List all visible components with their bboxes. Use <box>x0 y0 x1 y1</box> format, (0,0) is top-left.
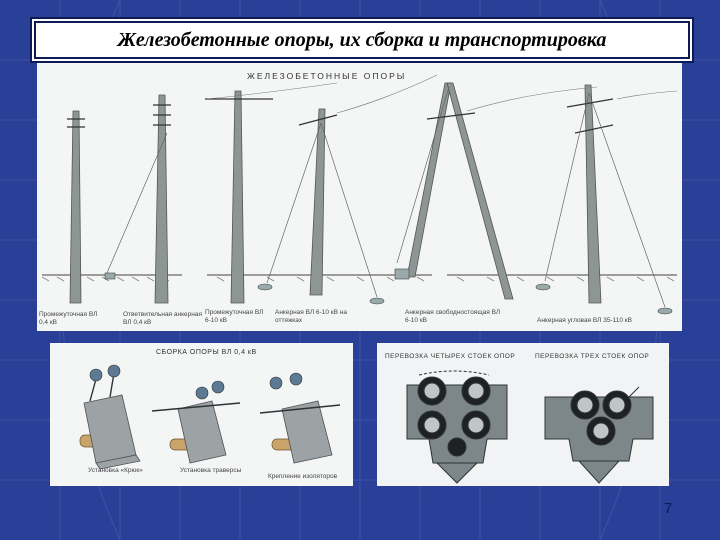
assembly-drawing <box>79 364 341 470</box>
slide-title: Железобетонные опоры, их сборка и трансп… <box>117 28 607 51</box>
label-pole-3: Промежуточная ВЛ 6-10 кВ <box>205 309 264 324</box>
label-pole-2: Ответвительная анкерная ВЛ 0,4 кВ <box>123 311 202 326</box>
page-number: 7 <box>664 500 673 517</box>
label-pole-6: Анкерная угловая ВЛ 35-110 кВ <box>537 317 632 324</box>
concrete-poles-panel: ЖЕЛЕЗОБЕТОННЫЕ ОПОРЫ Промежуточная ВЛ 0,… <box>37 63 682 331</box>
assembly-header: СБОРКА ОПОРЫ ВЛ 0,4 кВ <box>156 349 257 356</box>
pole-assembly-panel: СБОРКА ОПОРЫ ВЛ 0,4 кВ Установка «Крюк» … <box>50 343 353 486</box>
transport-three-header: ПЕРЕВОЗКА ТРЕХ СТОЕК ОПОР <box>535 353 650 360</box>
poles-header: ЖЕЛЕЗОБЕТОННЫЕ ОПОРЫ <box>247 71 407 81</box>
label-pole-4: Анкерная ВЛ 6-10 кВ на оттяжках <box>275 309 347 324</box>
transport-drawing <box>406 370 654 484</box>
transport-panel: ПЕРЕВОЗКА ЧЕТЫРЕХ СТОЕК ОПОР ПЕРЕВОЗКА Т… <box>377 343 669 486</box>
label-hook: Установка «Крюк» <box>88 467 143 474</box>
poles-drawing <box>41 74 678 315</box>
slide-title-box: Железобетонные опоры, их сборка и трансп… <box>34 21 690 59</box>
label-crossarm: Установка траверсы <box>180 467 242 474</box>
label-insulators: Крепление изоляторов <box>268 473 338 480</box>
label-pole-5: Анкерная свободностоящая ВЛ 6-10 кВ <box>405 309 501 324</box>
label-pole-1: Промежуточная ВЛ 0,4 кВ <box>39 311 98 326</box>
transport-four-header: ПЕРЕВОЗКА ЧЕТЫРЕХ СТОЕК ОПОР <box>385 353 516 360</box>
